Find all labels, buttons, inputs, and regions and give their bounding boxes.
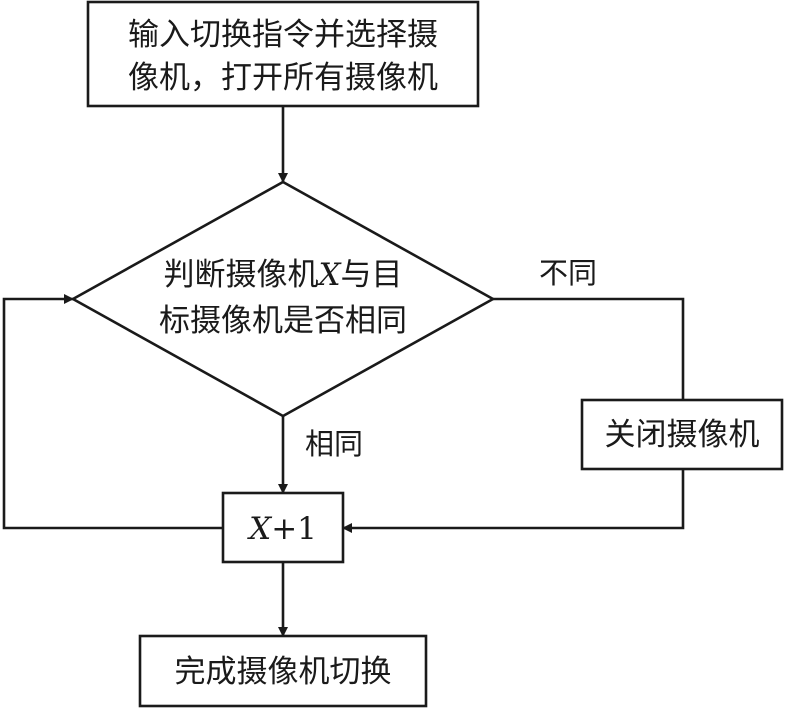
close-camera-box: 关闭摄像机 (580, 398, 784, 471)
start-box-line1: 输入切换指令并选择摄 (128, 17, 438, 53)
increment-var: X (247, 511, 273, 547)
close-box-shape (580, 398, 784, 471)
decision-diamond: 判断摄像机X与目 标摄像机是否相同 (70, 180, 496, 418)
arrow-loop-back-to-decision (2, 294, 223, 530)
arrow-close-to-increment (342, 469, 685, 533)
decision-line1-pre: 判断摄像机 (163, 257, 318, 293)
finish-box-label: 完成摄像机切换 (175, 654, 392, 690)
finish-box: 完成摄像机切换 (138, 634, 428, 708)
increment-rest: +1 (271, 511, 317, 547)
finish-box-shape (138, 634, 428, 708)
decision-line1: 判断摄像机X与目 (163, 257, 402, 293)
arrow-decision-to-close (493, 297, 685, 400)
close-box-label: 关闭摄像机 (605, 417, 760, 453)
decision-line1-post: 与目 (341, 257, 403, 293)
decision-shape (70, 180, 496, 418)
start-box-line2: 像机，打开所有摄像机 (128, 60, 438, 96)
start-box-shape (86, 0, 480, 108)
increment-box: X+1 (221, 491, 345, 564)
label-different: 不同 (539, 256, 597, 290)
increment-label: X+1 (247, 511, 317, 547)
start-process-box: 输入切换指令并选择摄 像机，打开所有摄像机 (86, 0, 480, 108)
decision-line2: 标摄像机是否相同 (159, 303, 407, 339)
decision-line1-var: X (316, 257, 342, 293)
label-same: 相同 (305, 427, 363, 461)
